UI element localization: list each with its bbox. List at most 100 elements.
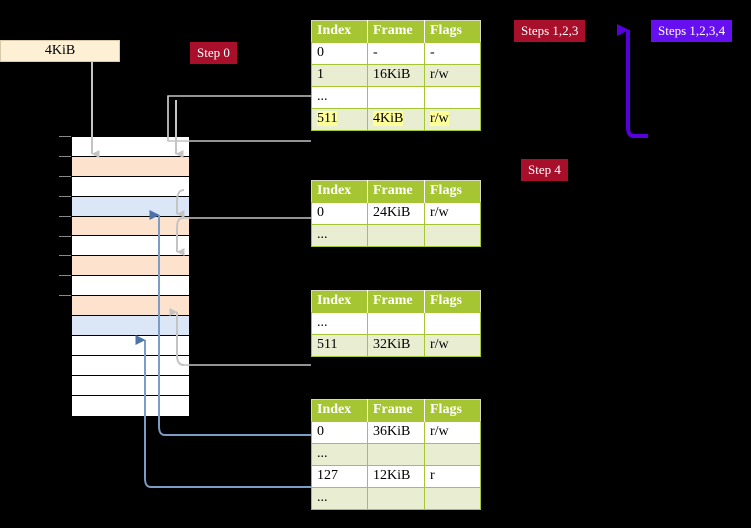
table-cell: r/w	[424, 108, 481, 131]
column-header-frame: Frame	[367, 399, 425, 422]
table-cell	[424, 86, 481, 109]
column-header-index: Index	[311, 399, 368, 422]
table-cell: 12KiB	[367, 465, 425, 488]
badge-steps-1-2-3-4: Steps 1,2,3,4	[651, 20, 733, 42]
connector-l4-row511-elbow	[167, 95, 311, 142]
table-cell: r/w	[424, 421, 481, 444]
column-header-flags: Flags	[424, 180, 481, 203]
memory-grid-tick	[59, 295, 71, 297]
table-cell: ...	[311, 443, 368, 466]
memory-grid-row	[72, 336, 189, 356]
table-cell	[367, 86, 425, 109]
table-row: ...	[311, 487, 481, 510]
memory-grid-tick	[59, 175, 71, 177]
memory-grid-row	[72, 276, 189, 297]
table-cell: ...	[311, 312, 368, 335]
table-cell	[424, 443, 481, 466]
badge-step-4: Step 4	[521, 159, 568, 181]
table-cell: 0	[311, 421, 368, 444]
table-cell	[424, 487, 481, 510]
memory-grid-row	[72, 216, 189, 237]
table-cell: ...	[311, 224, 368, 247]
memory-grid-row	[72, 256, 189, 277]
memory-grid-row	[72, 156, 189, 177]
table-cell: 511	[311, 108, 368, 131]
connector-steps-1234-arrow	[617, 24, 648, 138]
column-header-frame: Frame	[367, 290, 425, 313]
memory-grid-row	[72, 137, 189, 157]
table-cell	[424, 312, 481, 335]
memory-grid-row	[72, 176, 189, 197]
column-header-index: Index	[311, 20, 368, 43]
badge-steps-1-2-3: Steps 1,2,3	[514, 20, 586, 42]
highlighted-value: r/w	[430, 111, 449, 126]
memory-grid-tick	[59, 235, 71, 237]
memory-grid	[71, 136, 190, 416]
memory-grid-tick	[59, 155, 71, 157]
badge-step-0: Step 0	[190, 42, 237, 64]
memory-banner-label: 4KiB	[44, 43, 76, 58]
memory-grid-tick	[59, 215, 71, 217]
memory-grid-tick	[59, 275, 71, 277]
badge-steps-1-2-3-4-label: Steps 1,2,3,4	[658, 23, 726, 38]
table-cell: 24KiB	[367, 202, 425, 225]
table-cell: ...	[311, 86, 368, 109]
table-cell: 0	[311, 202, 368, 225]
column-header-index: Index	[311, 180, 368, 203]
table-cell: -	[424, 42, 481, 65]
highlighted-value: 511	[317, 111, 338, 126]
highlighted-value: 4KiB	[373, 111, 404, 126]
table-cell	[424, 224, 481, 247]
table-cell: 32KiB	[367, 334, 425, 357]
table-row: ...	[311, 224, 481, 247]
table-cell: 16KiB	[367, 64, 425, 87]
memory-banner-4kib: 4KiB	[0, 40, 120, 62]
table-row: ...	[311, 86, 481, 109]
column-header-flags: Flags	[424, 399, 481, 422]
memory-grid-tick	[59, 255, 71, 257]
memory-grid-row	[72, 236, 189, 257]
table-row: ...	[311, 312, 481, 335]
table-cell: 127	[311, 465, 368, 488]
column-header-flags: Flags	[424, 20, 481, 43]
table-cell: r/w	[424, 334, 481, 357]
table-cell: ...	[311, 487, 368, 510]
memory-grid-row	[72, 395, 189, 416]
table-cell: r	[424, 465, 481, 488]
table-cell: 4KiB	[367, 108, 425, 131]
table-cell: 1	[311, 64, 368, 87]
table-row: 0--	[311, 42, 481, 65]
memory-grid-row	[72, 355, 189, 376]
badge-step-4-label: Step 4	[528, 162, 561, 177]
column-header-index: Index	[311, 290, 368, 313]
column-header-frame: Frame	[367, 20, 425, 43]
table-cell: 0	[311, 42, 368, 65]
table-cell	[367, 224, 425, 247]
column-header-flags: Flags	[424, 290, 481, 313]
badge-step-0-label: Step 0	[197, 45, 230, 60]
memory-grid-tick	[59, 195, 71, 197]
table-cell: 511	[311, 334, 368, 357]
memory-grid-row	[72, 316, 189, 336]
table-cell: -	[367, 42, 425, 65]
memory-grid-row	[72, 296, 189, 317]
table-cell	[367, 312, 425, 335]
table-cell: r/w	[424, 64, 481, 87]
table-cell	[367, 487, 425, 510]
table-cell: 36KiB	[367, 421, 425, 444]
memory-grid-tick	[59, 136, 71, 137]
table-row: 511 4KiB r/w	[311, 108, 481, 131]
memory-grid-row	[72, 375, 189, 396]
table-cell: r/w	[424, 202, 481, 225]
